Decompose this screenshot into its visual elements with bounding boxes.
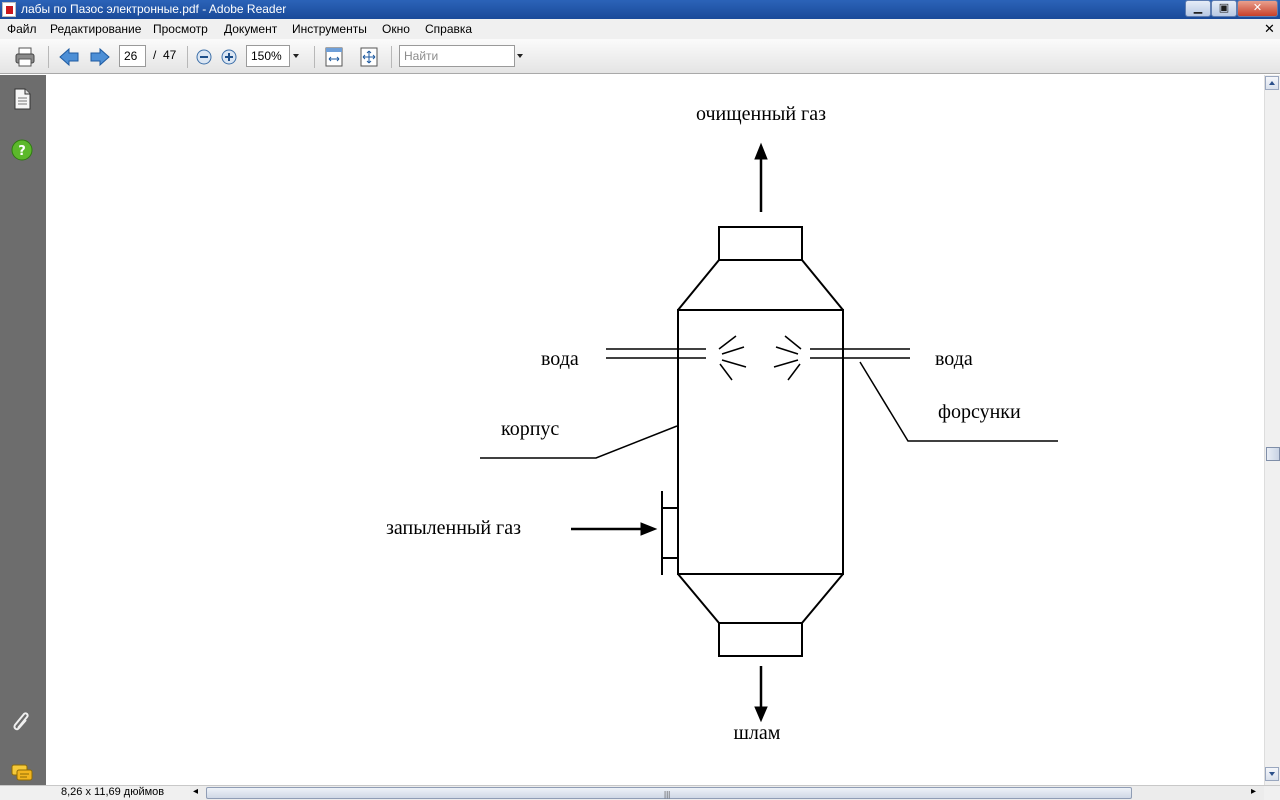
spray-right [773, 335, 802, 381]
fit-page-button[interactable] [358, 46, 380, 68]
label-water-left: вода [541, 348, 579, 370]
print-button[interactable] [14, 46, 36, 68]
sludge-arrowhead [754, 706, 768, 723]
scrubber-diagram: очищенный газ вода вода форсунки корпус … [386, 103, 1058, 744]
label-body: корпус [501, 418, 559, 440]
zoom-in-button[interactable] [219, 47, 239, 67]
scroll-grip: ||| [664, 790, 671, 799]
document-view[interactable]: очищенный газ вода вода форсунки корпус … [46, 75, 1264, 785]
label-sludge: шлам [734, 722, 781, 744]
page-separator: / [153, 48, 157, 62]
chevron-down-icon [1269, 772, 1275, 776]
fit-page-icon [360, 47, 378, 67]
scroll-up-button[interactable] [1265, 76, 1279, 90]
toolbar-separator [391, 46, 392, 68]
toolbar-separator [314, 46, 315, 68]
arrow-right-icon [90, 47, 110, 67]
page-size-label: 8,26 x 11,69 дюймов [61, 786, 165, 798]
menu-window[interactable]: Окно [382, 22, 410, 36]
clean-gas-arrowhead [754, 142, 768, 160]
printer-icon [15, 47, 35, 67]
bottom-outlet-pipe [718, 622, 803, 657]
top-outlet-pipe [718, 226, 803, 261]
water-pipe-left [606, 348, 706, 359]
attachments-button[interactable] [10, 710, 34, 734]
toolbar: 26 / 47 150% Найти [0, 39, 1280, 74]
navigation-panel: ? [0, 75, 46, 785]
comments-button[interactable] [10, 761, 34, 785]
bottom-cone [677, 573, 844, 624]
scroll-right-button[interactable]: ▸ [1251, 786, 1257, 797]
chevron-up-icon [1269, 81, 1275, 85]
label-dusty-gas: запыленный газ [386, 517, 521, 539]
page-total: 47 [163, 48, 177, 62]
help-question-icon: ? [11, 139, 33, 161]
label-clean-gas: очищенный газ [696, 103, 826, 125]
label-water-right: вода [935, 348, 973, 370]
scrubber-body [677, 309, 844, 575]
spray-left [718, 335, 747, 381]
search-dropdown-arrow-icon[interactable] [517, 54, 523, 58]
toolbar-separator [48, 46, 49, 68]
menu-bar: Файл Редактирование Просмотр Документ Ин… [0, 19, 1280, 39]
window-title: лабы по Пазос электронные.pdf - Adobe Re… [21, 2, 287, 16]
menu-help[interactable]: Справка [425, 22, 473, 36]
menu-file[interactable]: Файл [7, 22, 37, 36]
pdf-app-icon [2, 2, 16, 17]
vertical-scroll-thumb[interactable] [1266, 447, 1280, 461]
menu-document[interactable]: Документ [224, 22, 278, 36]
scroll-down-button[interactable] [1265, 767, 1279, 781]
page-number-input[interactable]: 26 [119, 45, 146, 67]
scroll-left-button[interactable]: ◂ [193, 786, 199, 797]
close-document-icon[interactable]: ✕ [1264, 21, 1275, 36]
title-bar: лабы по Пазос электронные.pdf - Adobe Re… [0, 0, 1280, 19]
water-pipe-right [810, 348, 910, 359]
next-page-button[interactable] [89, 46, 111, 68]
zoom-in-icon [221, 49, 237, 65]
maximize-button[interactable]: ▣ [1211, 0, 1237, 17]
paperclip-icon [13, 712, 29, 731]
zoom-out-button[interactable] [194, 47, 214, 67]
fit-width-icon [325, 47, 343, 67]
vertical-scrollbar[interactable] [1264, 75, 1280, 785]
fit-width-button[interactable] [323, 46, 345, 68]
search-input[interactable]: Найти [399, 45, 515, 67]
nozzles-leader-line [859, 361, 1058, 442]
label-nozzles: форсунки [938, 401, 1021, 423]
minimize-button[interactable]: ▁ [1185, 0, 1211, 17]
comments-icon [11, 764, 33, 781]
svg-text:?: ? [18, 144, 26, 159]
arrow-left-icon [59, 47, 79, 67]
previous-page-button[interactable] [58, 46, 80, 68]
dusty-gas-arrowhead [640, 522, 658, 536]
gas-inlet-flange [661, 491, 678, 575]
toolbar-separator [187, 46, 188, 68]
menu-edit[interactable]: Редактирование [50, 22, 142, 36]
status-bar: 8,26 x 11,69 дюймов ◂ ||| ▸ [0, 785, 1280, 800]
horizontal-scrollbar[interactable]: ◂ ||| ▸ [190, 786, 1264, 800]
zoom-out-icon [196, 49, 212, 65]
pages-panel-button[interactable] [10, 87, 34, 111]
horizontal-scroll-thumb[interactable]: ||| [206, 787, 1132, 799]
menu-view[interactable]: Просмотр [153, 22, 208, 36]
zoom-level-input[interactable]: 150% [246, 45, 290, 67]
close-window-button[interactable]: ✕ [1237, 0, 1278, 17]
help-button[interactable]: ? [10, 138, 34, 162]
top-cone [677, 259, 844, 311]
body-leader-line [480, 425, 678, 459]
zoom-dropdown-arrow-icon[interactable] [293, 54, 299, 58]
menu-tools[interactable]: Инструменты [292, 22, 367, 36]
page-thumbnails-icon [14, 88, 31, 110]
